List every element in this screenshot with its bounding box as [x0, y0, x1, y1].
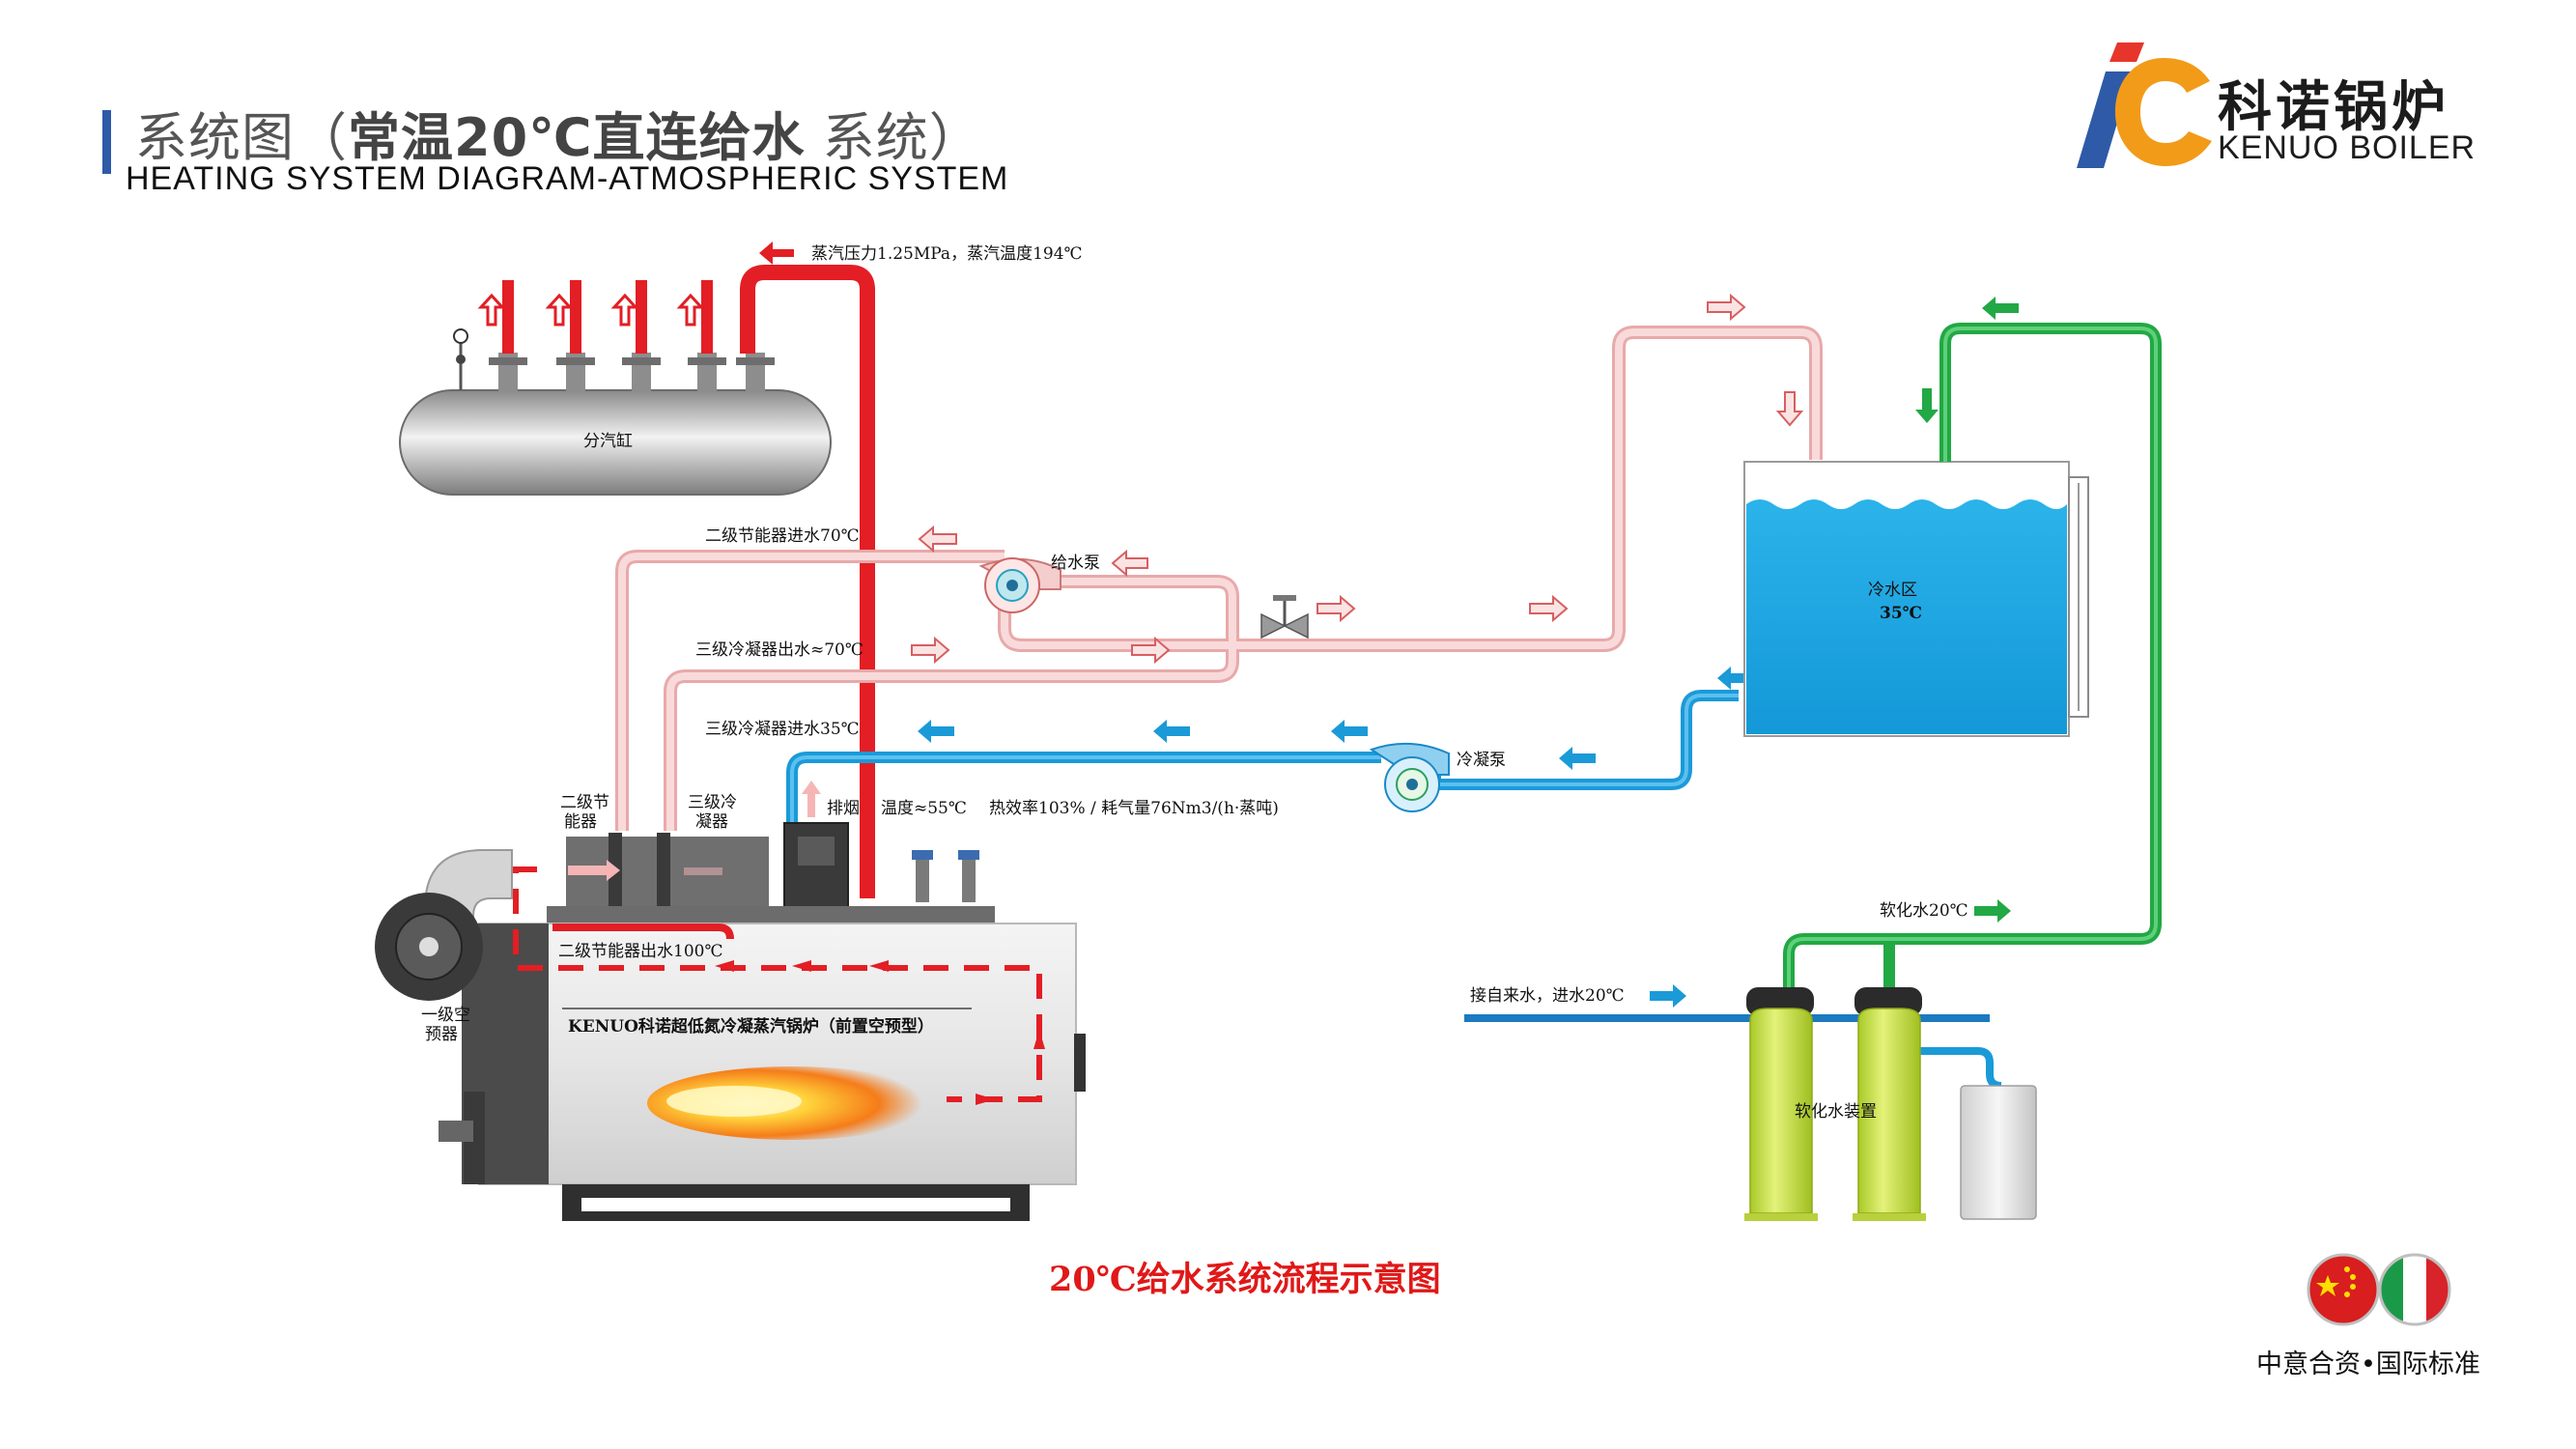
econ2-short-l2: 能器 [564, 812, 597, 832]
exhaust-temp-label: 温度≈55℃ [881, 799, 967, 818]
steam-header-label: 分汽缸 [583, 431, 633, 451]
tap-water-label: 接自来水，进水20℃ [1470, 986, 1625, 1006]
flue-arrow-icon [715, 960, 1045, 1105]
condensate-pump-label: 冷凝泵 [1457, 751, 1506, 770]
efficiency-label: 热效率103% / 耗气量76Nm3/(h·蒸吨) [989, 799, 1279, 818]
title-suffix: 系统） [805, 107, 982, 168]
cold-water-arrow-icon [918, 667, 1754, 770]
flags-caption: 中意合资•国际标准 [2256, 1350, 2480, 1379]
cond3-in-label: 三级冷凝器进水35℃ [705, 720, 860, 739]
cold-water-pipes-inner [790, 694, 1739, 831]
steam-header-nozzles [489, 353, 775, 391]
title-prefix: 系统图（ [135, 107, 348, 168]
boiler-name-label: KENUO科诺超低氮冷凝蒸汽锅炉（前置空预型） [568, 1016, 934, 1037]
steam-flow-arrow-icon [759, 242, 794, 265]
page-subtitle: HEATING SYSTEM DIAGRAM-ATMOSPHERIC SYSTE… [126, 160, 1009, 197]
econ2-in-label: 二级节能器进水70℃ [705, 526, 860, 546]
steam-header: 分汽缸 [399, 280, 832, 496]
cold-zone-temp: 35℃ [1880, 604, 1922, 623]
econ2-out-label: 二级节能器出水100℃ [558, 942, 722, 961]
soft-water-label: 软化水20℃ [1880, 901, 1968, 921]
exhaust-label: 排烟 [827, 799, 860, 818]
main-steam-pipe [740, 265, 875, 898]
cond3-short-l1: 三级冷 [688, 793, 737, 812]
logo-name-en: KENUO BOILER [2218, 129, 2477, 166]
steam-up-arrow-icon [477, 293, 705, 327]
italy-flag-icon [2378, 1253, 2451, 1326]
hot-water-pipes-inner [618, 328, 1820, 831]
title-bold: 常温20℃直连给水 [348, 107, 806, 168]
feed-pump-icon [978, 557, 1062, 613]
kenuo-logo-icon [2077, 43, 2212, 168]
tap-water-arrow-icon [1650, 984, 1686, 1008]
water-softener [1744, 987, 2037, 1221]
cold-water-tank [1743, 461, 2089, 737]
condensate-pump-icon [1369, 742, 1450, 812]
exhaust-arrow-icon [568, 781, 821, 881]
title-accent-bar [102, 110, 111, 174]
hot-water-arrow-icon [911, 293, 1804, 665]
logo-name-cn: 科诺锅炉 [2218, 76, 2449, 139]
steam-outlet-pipes [502, 280, 713, 354]
cond3-out-label: 三级冷凝器出水≈70℃ [695, 640, 863, 660]
air-preheater-l2: 预器 [425, 1025, 458, 1044]
cold-zone-label: 冷水区 [1868, 581, 1917, 600]
soft-water-pipes-inner [1787, 327, 2158, 987]
feed-pump-label: 给水泵 [1051, 554, 1100, 573]
steam-out-label: 蒸汽压力1.25MPa，蒸汽温度194℃ [811, 244, 1083, 264]
flue-gas-path [513, 867, 1042, 1102]
softener-label: 软化水装置 [1795, 1102, 1877, 1122]
cond3-short-l2: 凝器 [695, 812, 728, 832]
page-title: 系统图（常温20℃直连给水 系统） [135, 95, 982, 171]
flags-icon [2307, 1253, 2451, 1326]
china-flag-icon [2307, 1253, 2380, 1326]
valve-icon [1260, 595, 1309, 639]
diagram-caption: 20℃给水系统流程示意图 [1049, 1260, 1441, 1299]
air-preheater-l1: 一级空 [421, 1006, 470, 1025]
econ2-short-l1: 二级节 [560, 793, 609, 812]
econ2-outlet-pipe [552, 923, 734, 940]
pressure-gauge-icon [453, 328, 468, 390]
soft-water-arrow-icon [1915, 297, 2019, 923]
